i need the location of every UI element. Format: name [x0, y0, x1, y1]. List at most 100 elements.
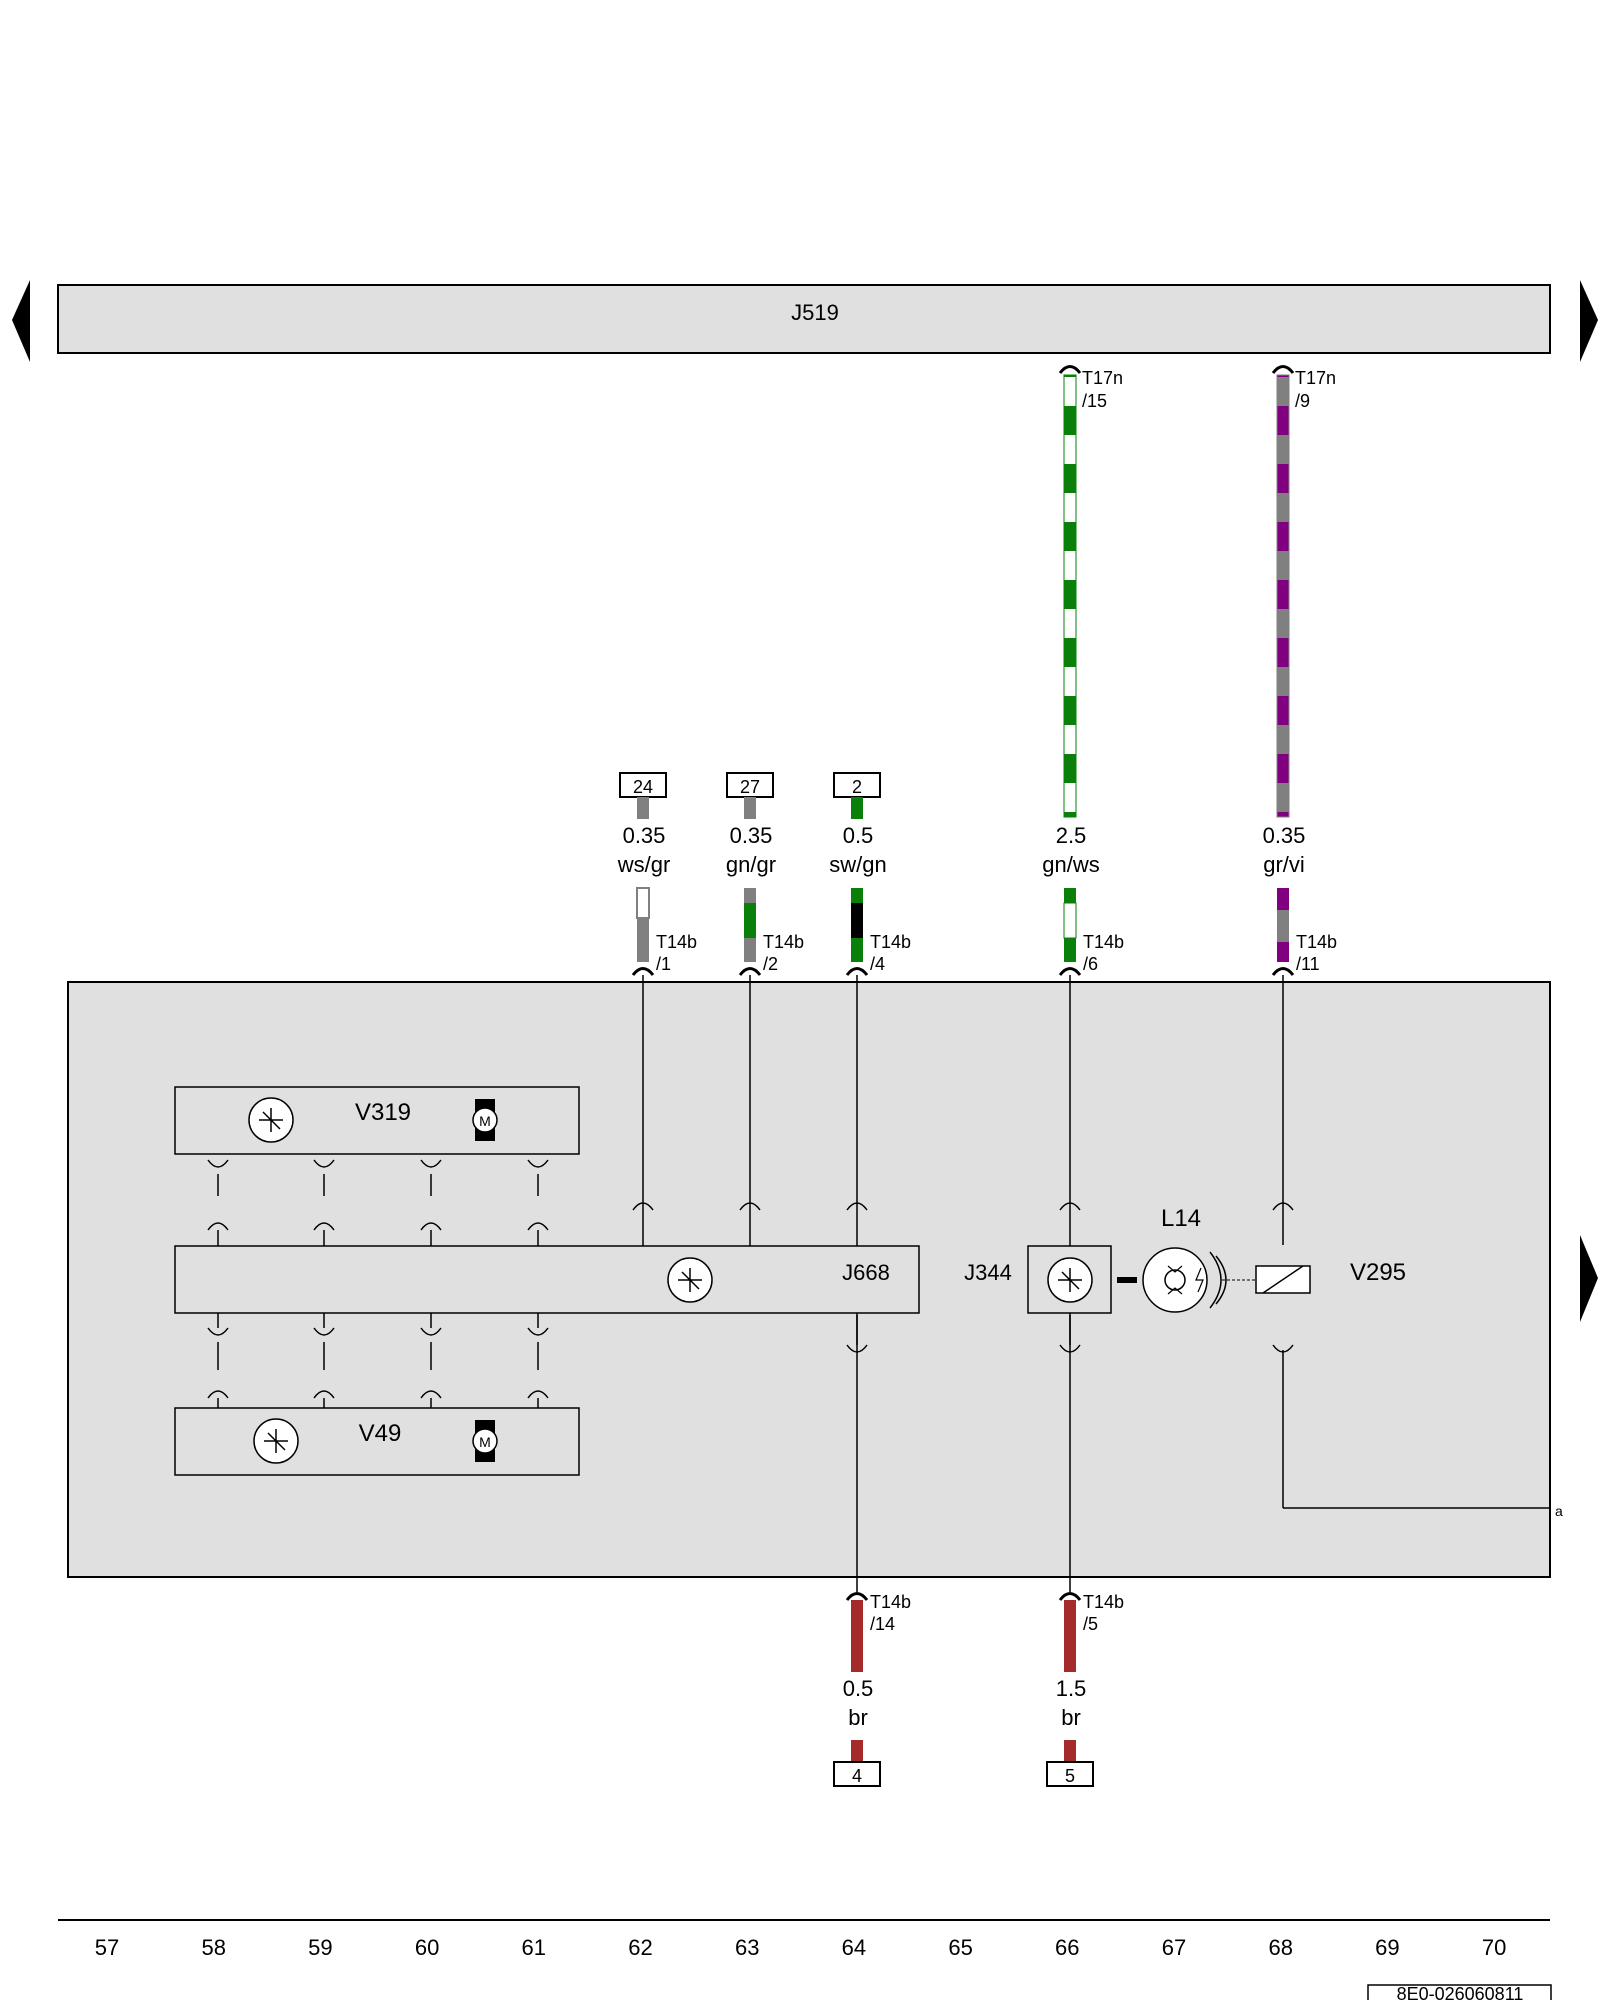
svg-text:0.35: 0.35: [730, 823, 773, 848]
j344-label: J344: [964, 1260, 1012, 1285]
ruler-number: 62: [628, 1935, 652, 1960]
wire-label-grvi: 0.35 gr/vi: [1263, 823, 1306, 877]
ruler-number: 58: [201, 1935, 225, 1960]
v319-j668-links: [207, 1159, 549, 1246]
svg-text:0.35: 0.35: [1263, 823, 1306, 848]
svg-text:T14b: T14b: [1083, 1592, 1124, 1612]
ref-box-4: 4: [833, 1740, 881, 1787]
svg-text:0.35: 0.35: [623, 823, 666, 848]
ruler-number: 64: [842, 1935, 866, 1960]
svg-text:gr/vi: gr/vi: [1263, 852, 1305, 877]
ruler-number: 59: [308, 1935, 332, 1960]
svg-text:5: 5: [1065, 1766, 1075, 1786]
svg-text:0.5: 0.5: [843, 1676, 874, 1701]
svg-text:/2: /2: [763, 954, 778, 974]
svg-text:T14b: T14b: [1296, 932, 1337, 952]
t14b-pin-4: T14b /4: [845, 932, 911, 976]
svg-text:/4: /4: [870, 954, 885, 974]
j668-module: J668: [174, 1245, 920, 1314]
svg-text:T14b: T14b: [656, 932, 697, 952]
top-connector-gnws: T17n /15: [1058, 365, 1123, 818]
ruler-number: 69: [1375, 1935, 1399, 1960]
ruler: 57 58 59 60 61 62 63 64 65 66 67 68 69 70: [95, 1935, 1507, 1960]
wire-stub-grvi: [1277, 888, 1289, 962]
svg-text:gn/ws: gn/ws: [1042, 852, 1099, 877]
top-connector-grvi-label: T17n: [1295, 368, 1336, 388]
ruler-number: 65: [948, 1935, 972, 1960]
top-connector-grvi: T17n /9: [1271, 365, 1336, 818]
ruler-number: 57: [95, 1935, 119, 1960]
svg-text:T14b: T14b: [1083, 932, 1124, 952]
svg-text:sw/gn: sw/gn: [829, 852, 886, 877]
svg-text:2.5: 2.5: [1056, 823, 1087, 848]
top-connector-grvi-pin: /9: [1295, 391, 1310, 411]
t14b-pin-1: T14b /1: [631, 932, 697, 976]
ref-box-27: 27: [726, 772, 774, 819]
ruler-number: 60: [415, 1935, 439, 1960]
svg-text:/6: /6: [1083, 954, 1098, 974]
j519-bus: [57, 284, 1551, 354]
left-arrow-icon: [12, 280, 30, 362]
j668-label: J668: [842, 1260, 890, 1285]
svg-text:ws/gr: ws/gr: [617, 852, 671, 877]
wire-stub-swgn: [851, 888, 863, 962]
ref-box-2: 2: [833, 772, 881, 819]
wire-stub-gngr: [744, 888, 756, 962]
wire-stub-gnws: [1063, 888, 1077, 962]
svg-text:/5: /5: [1083, 1614, 1098, 1634]
svg-text:24: 24: [633, 777, 653, 797]
wire-label-gnws: 2.5 gn/ws: [1042, 823, 1099, 877]
svg-text:1.5: 1.5: [1056, 1676, 1087, 1701]
svg-text:br: br: [848, 1705, 868, 1730]
svg-text:0.5: 0.5: [843, 823, 874, 848]
lamp-icon: [1142, 1247, 1208, 1313]
svg-text:4: 4: [852, 1766, 862, 1786]
right-arrow-icon-lower: [1580, 1235, 1598, 1322]
wire-label-wsgr: 0.35 ws/gr: [617, 823, 671, 877]
svg-text:T14b: T14b: [763, 932, 804, 952]
ruler-number: 67: [1162, 1935, 1186, 1960]
v319-label: V319: [355, 1099, 411, 1126]
ruler-number: 70: [1482, 1935, 1506, 1960]
ref-box-24: 24: [619, 772, 667, 819]
t14b-pin-14: T14b /14: [845, 1592, 911, 1672]
t14b-connectors-bottom: T14b /14 T14b /5: [845, 1592, 1124, 1672]
svg-text:M: M: [479, 1113, 491, 1129]
right-arrow-icon: [1580, 280, 1598, 362]
top-connector-gnws-label: T17n: [1082, 368, 1123, 388]
v49-label: V49: [359, 1420, 402, 1447]
t14b-pin-6: T14b /6: [1058, 932, 1124, 976]
internal-lines: [642, 975, 1550, 1592]
l14-label: L14: [1161, 1205, 1201, 1232]
v49-module: V49 M: [174, 1407, 580, 1476]
t14b-pin-5: T14b /5: [1058, 1592, 1124, 1672]
j519-label: J519: [791, 300, 839, 325]
svg-text:M: M: [479, 1434, 491, 1450]
continuation-label: a: [1555, 1503, 1563, 1519]
wire-label-swgn: 0.5 sw/gn: [829, 823, 886, 877]
t14b-pin-2: T14b /2: [738, 932, 804, 976]
v319-module: V319 M: [174, 1086, 580, 1155]
j344-module: J344: [964, 1245, 1137, 1314]
svg-text:/11: /11: [1296, 954, 1320, 974]
l14-lamp: L14: [1142, 1205, 1227, 1313]
svg-text:gn/gr: gn/gr: [726, 852, 776, 877]
t14b-pin-11: T14b /11: [1271, 932, 1337, 976]
svg-text:/14: /14: [870, 1614, 895, 1634]
svg-text:T14b: T14b: [870, 932, 911, 952]
wire-stub-wsgr: [636, 887, 650, 962]
ruler-number: 61: [522, 1935, 546, 1960]
t14b-connectors-top: T14b /1 T14b /2 T14b /4 T14b /6 T14b /11: [631, 932, 1337, 976]
top-connector-gnws-pin: /15: [1082, 391, 1107, 411]
svg-text:br: br: [1061, 1705, 1081, 1730]
ruler-number: 66: [1055, 1935, 1079, 1960]
ref-box-5: 5: [1046, 1740, 1094, 1787]
bottom-wire-label-1: 0.5 br: [843, 1676, 874, 1730]
v295-label: V295: [1350, 1259, 1406, 1286]
bottom-wire-label-2: 1.5 br: [1056, 1676, 1087, 1730]
svg-text:27: 27: [740, 777, 760, 797]
ruler-number: 63: [735, 1935, 759, 1960]
ruler-number: 68: [1268, 1935, 1292, 1960]
j668-v49-links: [207, 1313, 1294, 1408]
